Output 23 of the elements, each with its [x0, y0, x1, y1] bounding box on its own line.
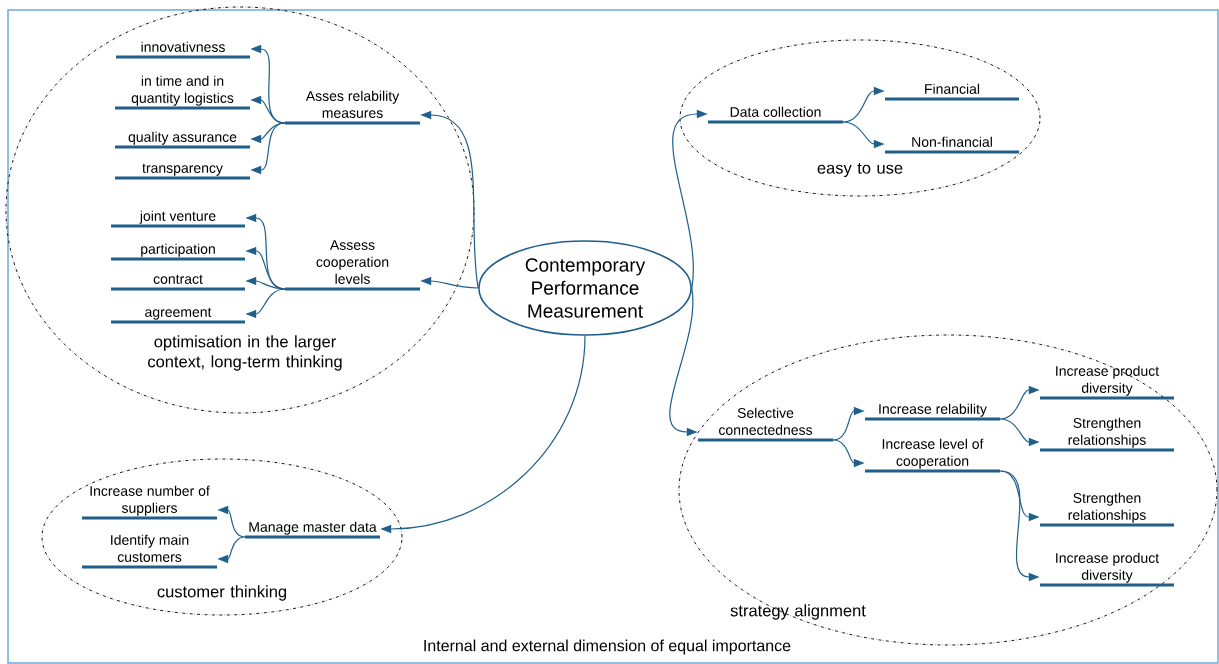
- topic-branch: Financial: [885, 83, 1019, 101]
- topic-branch: Data collection: [708, 106, 843, 124]
- topic-branch: in time and in quantity logistics: [115, 75, 250, 110]
- topic-branch: Non-financial: [885, 136, 1019, 154]
- topic-branch: quality assurance: [115, 131, 250, 149]
- topic-branch: Increase number of suppliers: [82, 485, 217, 520]
- topic-branch: joint venture: [111, 210, 245, 228]
- topic-branch: Increase product diversity: [1040, 365, 1174, 400]
- topic-branch: Identify main customers: [82, 534, 217, 569]
- topic-branch: Increase relability: [865, 403, 1000, 421]
- topic-branch: agreement: [111, 307, 245, 324]
- topic-branch: contract: [111, 274, 245, 291]
- topic-branch: participation: [111, 243, 245, 261]
- topic-branch: transparency: [115, 163, 250, 180]
- topic-branch: Selective connectedness: [698, 407, 833, 442]
- topic-branch: Asses relability measures: [285, 90, 420, 125]
- topic-branch: Increase product diversity: [1040, 552, 1174, 587]
- topic-branch: Strengthen relationships: [1040, 417, 1174, 452]
- topic-branch: Manage master data: [245, 521, 380, 539]
- topic-branch: innovativness: [116, 41, 250, 59]
- topic-branch: Increase level of cooperation: [865, 438, 1000, 473]
- topic-branch: Strengthen relationships: [1040, 492, 1174, 527]
- topic-branch: Assess cooperation levels: [285, 240, 420, 291]
